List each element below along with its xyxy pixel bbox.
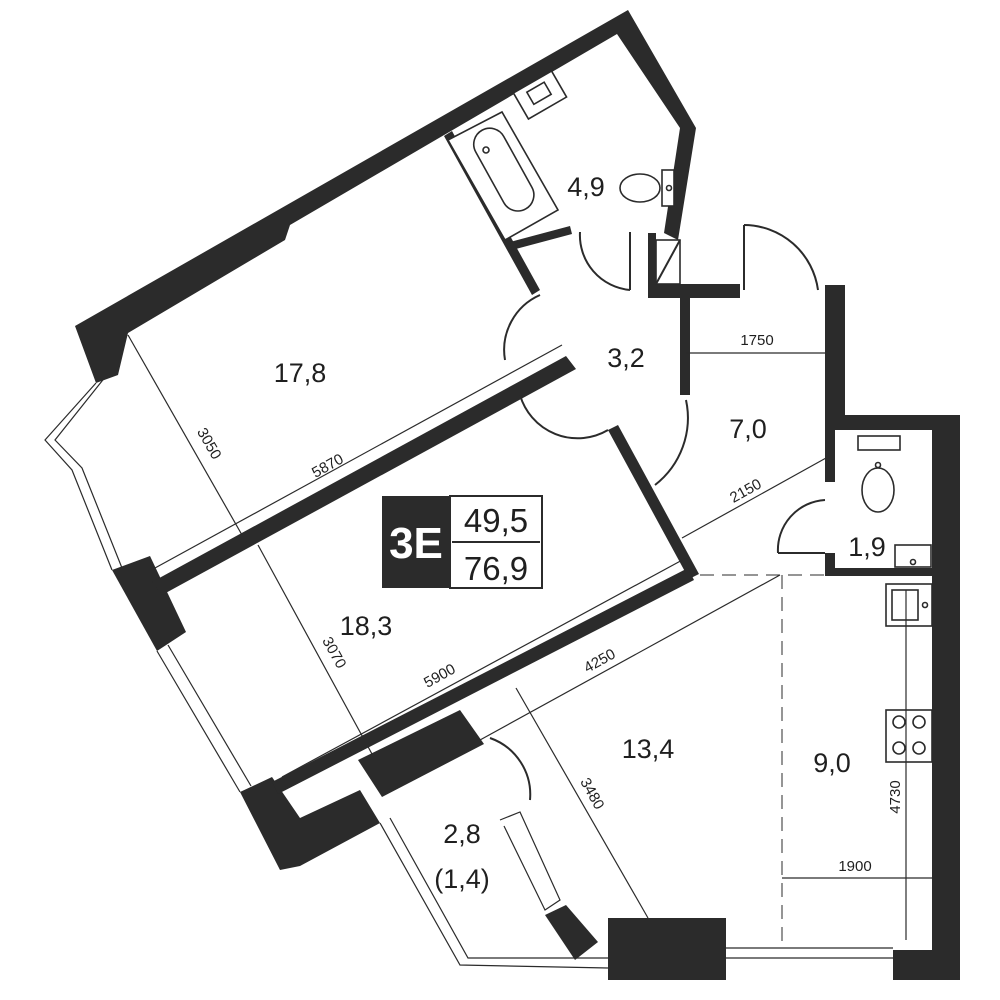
kitchen-sink-icon [885, 583, 933, 627]
wc-toilet-icon [857, 435, 901, 513]
dim-4250: 4250 [581, 646, 618, 677]
bedroom2-south-partition [272, 568, 694, 794]
storage-wall [648, 233, 656, 295]
room-area-corridor: 7,0 [729, 414, 767, 444]
dim-1900: 1900 [838, 858, 871, 875]
door-arc-wc [776, 499, 826, 554]
door-arc-balcony [489, 737, 532, 801]
door-arc-bedroom2 [519, 394, 609, 440]
dimension-labels: 3050 5870 1750 2150 3070 5900 4250 3480 … [193, 332, 904, 875]
balcony-wall-end [545, 905, 598, 960]
bath-bottom-partition [510, 226, 572, 250]
south-wall-corner [240, 777, 380, 870]
corridor-north-wall [648, 284, 740, 298]
door-arc-bedroom [503, 294, 541, 361]
wc-west-wall [825, 430, 835, 482]
apartment-badge: 3Е 49,5 76,9 [382, 495, 543, 589]
room-area-wc: 1,9 [848, 532, 886, 562]
room-area-balcony-reduced: (1,4) [434, 864, 490, 894]
wc-sink-icon [894, 544, 932, 568]
bathtub-icon [446, 110, 560, 242]
bedroom-partition [152, 356, 576, 595]
room-area-bedroom: 17,8 [274, 358, 327, 388]
corridor-east-wall [825, 285, 845, 430]
south-wall-column [358, 710, 484, 797]
hall-east-wall [680, 285, 690, 395]
apartment-type-code: 3Е [389, 519, 443, 568]
east-exterior-wall [825, 415, 960, 980]
bedroom2-east-partition [608, 425, 699, 579]
dim-3480: 3480 [576, 775, 607, 812]
fixtures [446, 69, 933, 763]
door-arc-entrance [743, 224, 819, 291]
room-labels: 4,9 17,8 3,2 7,0 18,3 1,9 13,4 9,0 2,8 (… [274, 172, 886, 894]
dim-5900: 5900 [421, 661, 458, 692]
room-area-bedroom-2: 18,3 [340, 611, 393, 641]
badge-code-box [382, 496, 450, 588]
room-area-hall: 3,2 [607, 343, 645, 373]
door-arc-bath [578, 231, 631, 291]
top-exterior-wall [75, 10, 696, 383]
walls [75, 10, 960, 980]
room-area-balcony: 2,8 [443, 819, 481, 849]
bathroom-sink-icon [512, 69, 568, 121]
dim-1750: 1750 [740, 332, 773, 349]
wc-west-wall-lower [825, 553, 835, 575]
apartment-total-area: 76,9 [464, 550, 528, 587]
dim-5870: 5870 [309, 451, 346, 482]
doors [489, 224, 826, 801]
storage-box-icon [655, 239, 681, 285]
windows [44, 375, 893, 969]
dimension-lines [127, 334, 932, 940]
dim-4730: 4730 [887, 780, 904, 813]
room-area-kitchen: 9,0 [813, 748, 851, 778]
apartment-living-area: 49,5 [464, 502, 528, 539]
living-south-pier [608, 918, 726, 980]
west-wall-column [112, 556, 186, 651]
wc-bottom-wall [825, 568, 932, 576]
room-area-bathroom: 4,9 [567, 172, 605, 202]
door-arc-corridor [654, 399, 689, 486]
stove-icon [885, 709, 933, 763]
room-area-living: 13,4 [622, 734, 675, 764]
toilet-icon [619, 169, 675, 207]
